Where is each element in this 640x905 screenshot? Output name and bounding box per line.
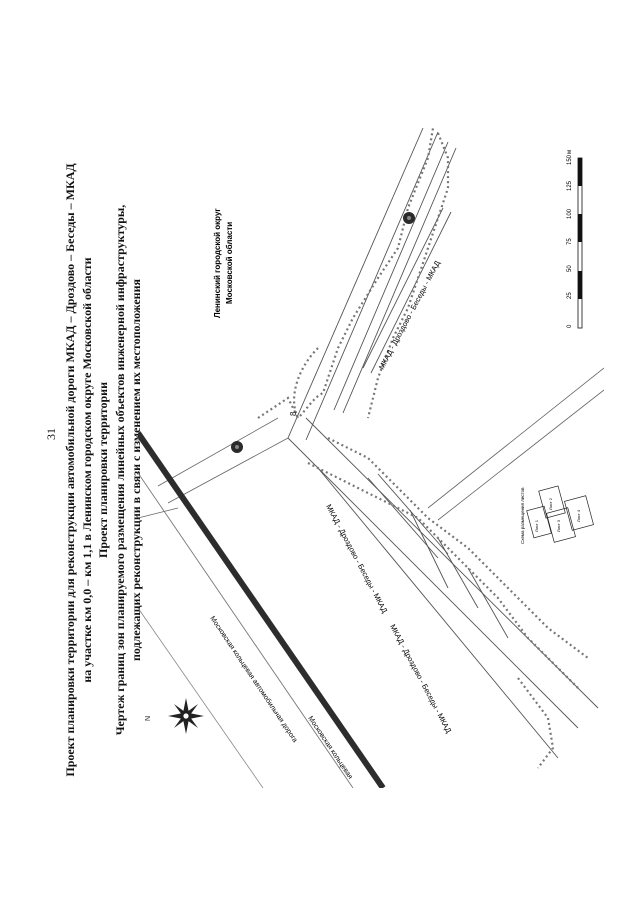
scale-ticks: 150 м 125 100 75 50 25 0 — [567, 150, 573, 328]
title-line-3: Проект планировки территории — [96, 381, 110, 559]
district-label-line-1: Ленинский городской округ — [213, 208, 222, 318]
compass-north-label: N — [145, 716, 152, 721]
sheet-2-label: Лист 2 — [548, 497, 553, 510]
district-label-line-2: Московской области — [225, 222, 234, 304]
page-number: 31 — [44, 428, 58, 440]
scale-tick-100: 100 — [567, 208, 573, 219]
compass-rose-icon — [168, 698, 204, 734]
point-marker-left — [231, 441, 243, 453]
sheet-4-label: Лист 4 — [576, 509, 581, 522]
sheet-3-label: Лист 3 — [556, 519, 561, 532]
title-line-2: на участке км 0,0 – км 1,1 в Ленинском г… — [79, 257, 94, 683]
ring-road-label-b-1: Московская кольцевая — [306, 715, 353, 781]
scale-unit: м — [567, 150, 573, 154]
sheet-index-title: Схема размещения листов — [520, 487, 525, 544]
road-upper — [287, 127, 457, 441]
scale-tick-25: 25 — [567, 292, 573, 299]
document-title: Проект планировки территории для реконст… — [62, 120, 145, 820]
sheet-index-diagram: Лист 1 Лист 2 Лист 3 Лист 4 Схема размещ… — [520, 485, 594, 544]
ring-road — [138, 431, 386, 788]
road-lower — [287, 417, 599, 759]
point-marker-right — [403, 212, 415, 224]
sheet-1-label: Лист 1 — [534, 519, 539, 532]
planning-map: 8 N Ленинский городской округ Московской… — [138, 127, 604, 788]
road-label-lower: МКАД - Дроздово - Беседы - МКАД — [324, 503, 389, 615]
scale-tick-125: 125 — [567, 180, 573, 191]
scale-tick-50: 50 — [567, 265, 573, 272]
zone-boundaries — [257, 127, 589, 769]
title-line-1: Проект планировки территории для реконст… — [63, 163, 77, 777]
local-road — [138, 417, 289, 519]
side-road — [427, 367, 604, 521]
ring-road-label-a: Московская кольцевая автомобильная дорог… — [208, 615, 299, 744]
point-label: 8 — [289, 411, 298, 416]
scale-tick-150: 150 — [567, 154, 573, 165]
title-line-4: Чертеж границ зон планируемого размещени… — [112, 204, 127, 736]
scale-tick-0: 0 — [567, 324, 573, 328]
road-label-lower-2: МКАД - Дроздово - Беседы - МКАД — [388, 623, 453, 735]
scale-tick-75: 75 — [567, 238, 573, 245]
scale-bar — [577, 157, 583, 329]
